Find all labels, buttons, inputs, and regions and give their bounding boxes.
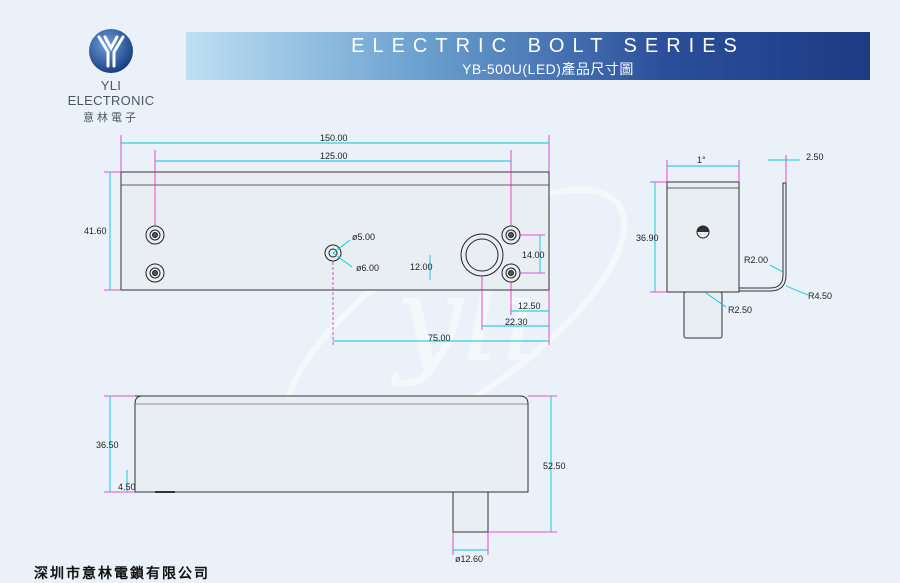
dim-r2-5: R2.50 — [728, 305, 752, 315]
dim-14: 14.00 — [522, 250, 545, 260]
dim-r4-5: R4.50 — [808, 291, 832, 301]
dim-125: 125.00 — [320, 151, 348, 161]
dim-2-50: 2.50 — [806, 152, 824, 162]
banner-subtitle: YB-500U(LED)產品尺寸圖 — [462, 61, 634, 77]
company-logo: YLI ELECTRONIC 意林電子 — [56, 28, 166, 125]
bolt-cylinder — [452, 491, 489, 533]
dim-r2: R2.00 — [744, 255, 768, 265]
bolt-pin — [683, 291, 723, 339]
dim-12-50: 12.50 — [518, 301, 541, 311]
dim-4-50: 4.50 — [118, 482, 136, 492]
dim-52-50: 52.50 — [543, 461, 566, 471]
side-view: 1° 2.50 36.90 R2.00 R4.50 R2.50 — [636, 152, 832, 339]
title-banner: ELECTRIC BOLT SERIES YB-500U(LED)產品尺寸圖 — [186, 32, 870, 80]
l-bracket — [738, 182, 787, 292]
company-name: 深圳市意林電鎖有限公司 — [34, 565, 210, 581]
logo-chinese-name: 意林電子 — [83, 112, 139, 124]
banner-title: ELECTRIC BOLT SERIES — [351, 35, 745, 57]
dim-angle: 1° — [697, 155, 706, 165]
dim-12: 12.00 — [410, 262, 433, 272]
dim-22-30: 22.30 — [505, 317, 528, 327]
yli-logo-icon — [89, 29, 133, 73]
dim-small-hole: ø5.00 — [352, 232, 375, 242]
dim-75: 75.00 — [428, 333, 451, 343]
dim-41-60: 41.60 — [84, 226, 107, 236]
dim-36-90: 36.90 — [636, 233, 659, 243]
side-view-body — [666, 181, 740, 293]
dim-36-50: 36.50 — [96, 440, 119, 450]
dim-medium-hole: ø6.00 — [356, 263, 379, 273]
front-view: 36.50 4.50 52.50 ø12.60 — [96, 395, 566, 564]
front-view-body — [134, 395, 529, 493]
top-view: 150.00 125.00 41.60 ø5.00 ø6.00 12.00 14… — [84, 133, 550, 345]
side-hole — [696, 225, 710, 239]
mounting-hole — [145, 263, 165, 283]
center-hole — [324, 244, 342, 262]
logo-name: YLI ELECTRONIC — [67, 78, 155, 108]
top-view-body — [120, 171, 550, 291]
dim-150: 150.00 — [320, 133, 348, 143]
dim-bolt-dia: ø12.60 — [455, 554, 483, 564]
